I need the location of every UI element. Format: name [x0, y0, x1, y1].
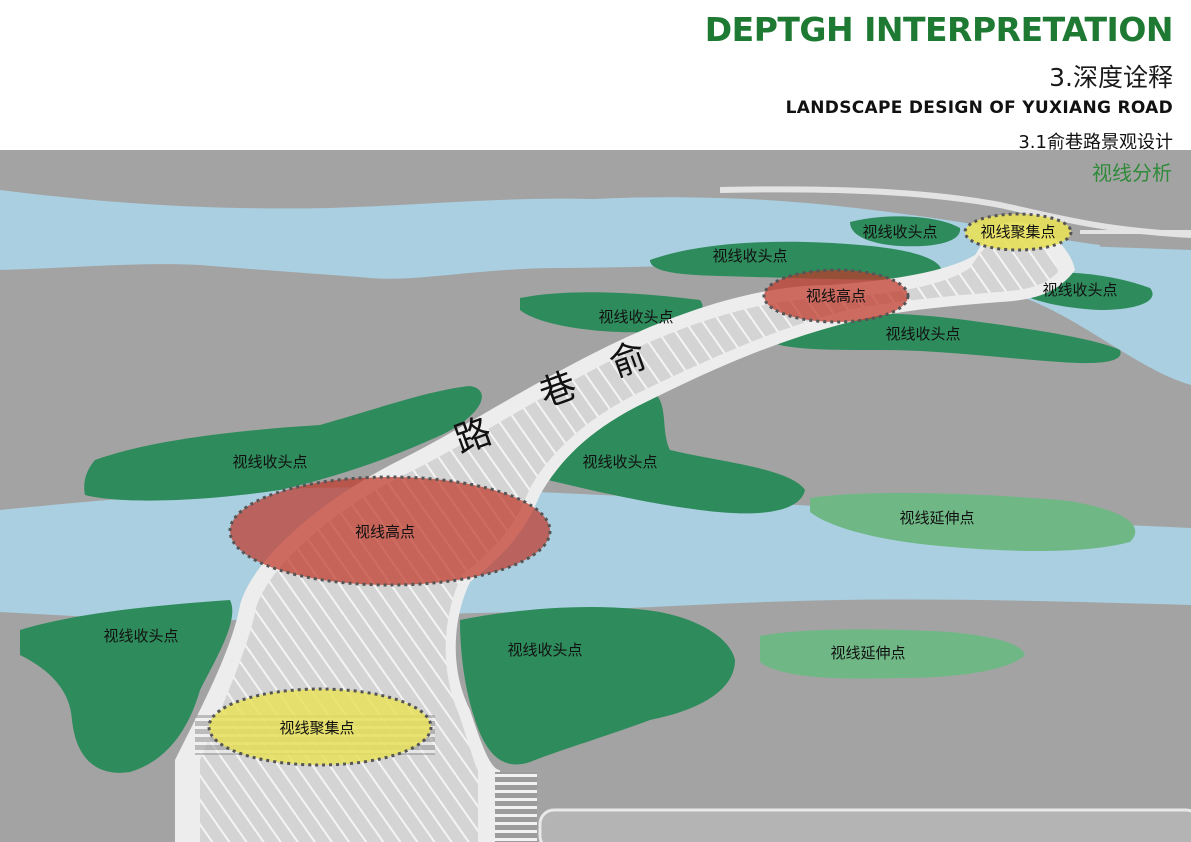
subtitle-chinese: 3.1俞巷路景观设计	[1018, 132, 1173, 153]
label-high-top: 视线高点	[806, 287, 866, 305]
label-end-2: 视线收头点	[862, 223, 937, 241]
label-end-5: 视线收头点	[885, 325, 960, 343]
road-approach-top	[719, 186, 1191, 238]
sightline-analysis-map: 俞 巷 路 视线分析 视线聚集点 视线高点 视线收头点 视线收头点 视线收头点 …	[0, 150, 1191, 842]
focus-point-bottom	[207, 687, 433, 767]
subtitle-english: LANDSCAPE DESIGN OF YUXIANG ROAD	[785, 98, 1173, 118]
label-extend-2: 视线延伸点	[830, 644, 905, 662]
high-point-center	[228, 475, 552, 587]
river-branch-top	[440, 197, 1100, 260]
label-focus-bottom: 视线聚集点	[279, 719, 354, 737]
zone-end-1	[650, 241, 942, 280]
label-focus-top: 视线聚集点	[980, 223, 1055, 241]
title-chinese: 3.深度诠释	[1049, 63, 1173, 92]
zone-end-5	[770, 313, 1121, 364]
label-end-9: 视线收头点	[507, 641, 582, 659]
crosswalk-bottom	[495, 772, 537, 842]
label-end-4: 视线收头点	[598, 308, 673, 326]
label-high-center: 视线高点	[355, 523, 415, 541]
zone-end-6	[84, 386, 482, 501]
zone-end-7	[548, 390, 805, 514]
zone-extend-1	[810, 492, 1136, 551]
zone-end-4	[520, 292, 703, 333]
lot-bottom	[538, 808, 1191, 842]
focus-point-top	[963, 212, 1073, 252]
label-end-7: 视线收头点	[582, 453, 657, 471]
section-title: 视线分析	[1092, 161, 1172, 185]
zone-end-2	[850, 216, 961, 247]
label-end-6: 视线收头点	[232, 453, 307, 471]
zone-extend-2	[760, 629, 1025, 679]
label-extend-1: 视线延伸点	[899, 509, 974, 527]
zone-end-9	[460, 606, 735, 765]
high-point-top	[762, 268, 910, 324]
zone-end-8	[20, 600, 233, 773]
label-end-3: 视线收头点	[1042, 281, 1117, 299]
label-end-1: 视线收头点	[712, 247, 787, 265]
label-end-8: 视线收头点	[103, 627, 178, 645]
road-lanes	[200, 236, 1058, 842]
title-english: DEPTGH INTERPRETATION	[704, 10, 1174, 49]
